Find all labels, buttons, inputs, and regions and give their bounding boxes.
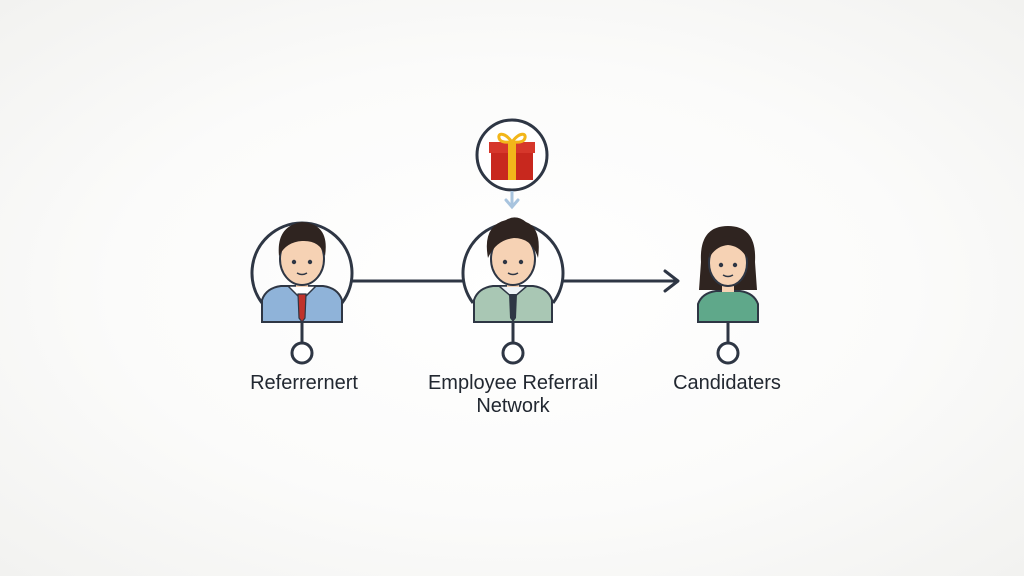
network-label-line1: Employee Referrail [427, 372, 599, 394]
node-network [461, 217, 565, 365]
woman-avatar-icon [697, 226, 759, 323]
node-referrer [250, 221, 354, 365]
reward-badge [475, 118, 549, 210]
network-anchor-dot [501, 341, 525, 365]
candidates-anchor-dot [716, 341, 740, 365]
referrer-label: Referrernert [250, 372, 358, 394]
gift-icon [489, 132, 535, 180]
referrer-anchor-dot [290, 341, 314, 365]
candidates-label: Candidaters [673, 372, 781, 394]
node-candidates [697, 226, 759, 365]
network-label: Employee Referrail Network [402, 372, 624, 418]
connector-network-to-candidates [562, 269, 680, 293]
network-label-line2: Network [476, 395, 550, 417]
down-arrow-icon [504, 191, 520, 210]
businessman-avatar-icon [261, 222, 343, 323]
employee-avatar-icon [473, 217, 553, 323]
arrowhead-icon [663, 269, 680, 293]
